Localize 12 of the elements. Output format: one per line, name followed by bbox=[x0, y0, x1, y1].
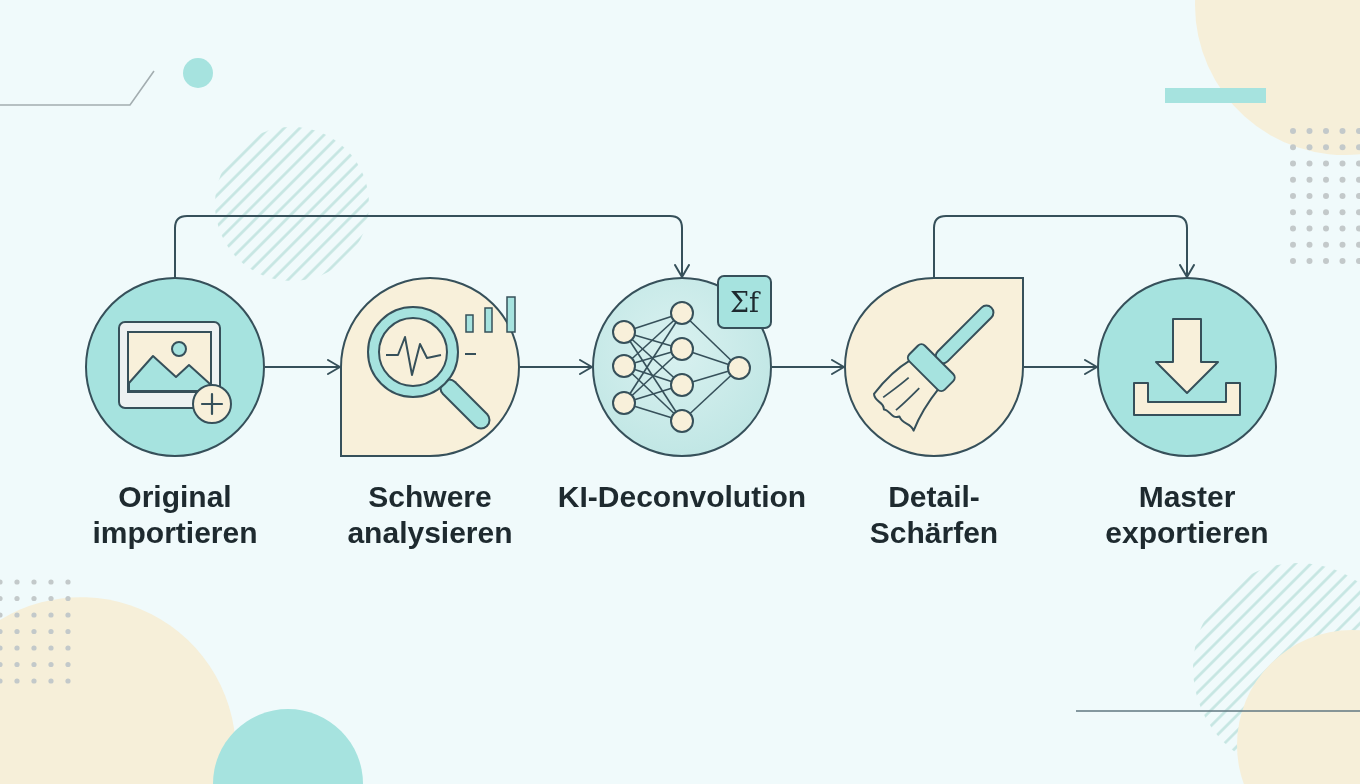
arrow bbox=[771, 359, 845, 375]
step-label: Detail-Schärfen bbox=[869, 480, 999, 549]
step-label: Master exportieren bbox=[1105, 480, 1269, 549]
step-label: KI-Deconvolution bbox=[557, 480, 807, 513]
step-label: Original importieren bbox=[92, 480, 258, 549]
step-label: Schwere analysieren bbox=[347, 480, 513, 549]
arrow bbox=[1023, 359, 1098, 375]
arrow bbox=[264, 359, 341, 375]
formula-badge: Σf bbox=[717, 275, 772, 329]
arrow bbox=[519, 359, 593, 375]
arrow bbox=[933, 215, 1195, 278]
arrow bbox=[174, 215, 690, 278]
